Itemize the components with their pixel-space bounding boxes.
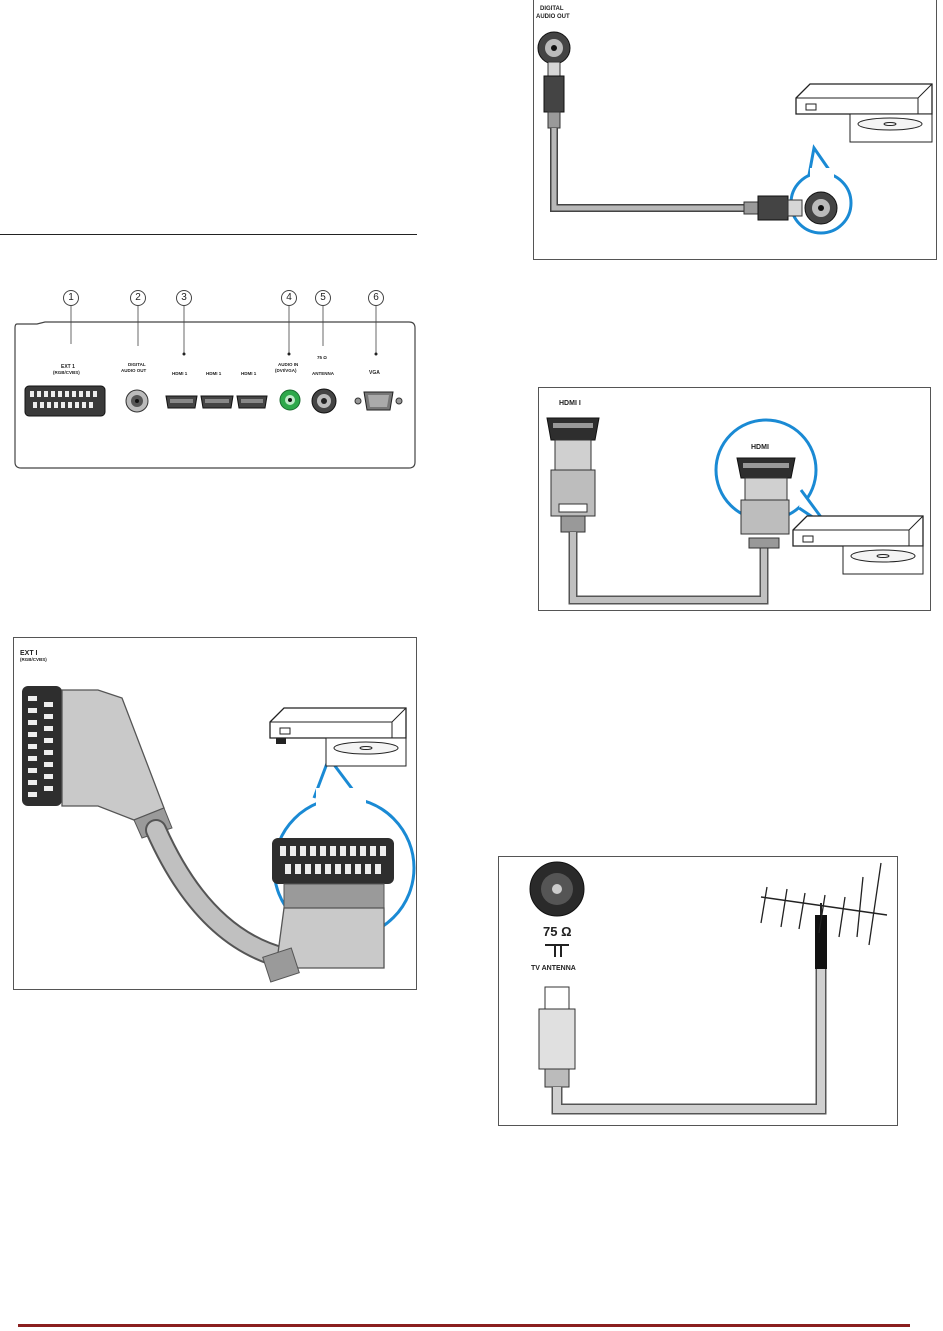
connector-number-4: 4 [281, 290, 297, 306]
footer-rule [18, 1324, 910, 1327]
hdmi-label-3: HDMI 1 [241, 371, 257, 376]
digital-label: DIGITAL [128, 362, 146, 367]
scart-ext-label: EXT I [20, 650, 38, 657]
connector-number-1: 1 [63, 290, 79, 306]
digital-audio-label-1: DIGITAL [540, 6, 564, 12]
scart-connection-figure: EXT I (RGB/CVBS) [13, 637, 417, 990]
hdmi-label-2: HDMI 1 [206, 371, 222, 376]
hdmi-ports [165, 395, 268, 409]
ext1-sublabel: (RGB/CVBS) [53, 370, 80, 375]
section-divider [0, 234, 417, 235]
hdmi-tv-label: HDMI I [559, 400, 581, 407]
ext1-label: EXT 1 [61, 364, 75, 370]
vga-label: VGA [369, 370, 380, 376]
connector-number-5: 5 [315, 290, 331, 306]
connector-number-6: 6 [368, 290, 384, 306]
hdmi-device-label: HDMI [751, 444, 769, 451]
digital-sublabel: AUDIO OUT [121, 368, 147, 373]
digital-audio-label-2: AUDIO OUT [536, 14, 570, 20]
digital-audio-diagram [537, 31, 933, 235]
audio-in-label: AUDIO IN [278, 362, 299, 367]
scart-diagram [22, 686, 416, 983]
scart-ext-sublabel: (RGB/CVBS) [20, 657, 47, 662]
hdmi-diagram [546, 417, 924, 605]
connector-number-3: 3 [176, 290, 192, 306]
connector-panel-diagram [14, 305, 416, 469]
antenna-impedance-label: 75 Ω [543, 924, 572, 939]
connector-number-2: 2 [130, 290, 146, 306]
hdmi-connection-figure: HDMI I HDMI [538, 387, 931, 611]
tv-antenna-label: TV ANTENNA [531, 965, 576, 972]
hdmi-label-1: HDMI 1 [172, 371, 188, 376]
scart-port [24, 385, 106, 417]
antenna-diagram [529, 861, 888, 1115]
connector-panel: 1 2 3 4 5 6 EXT 1 (RGB/CVBS) DIGITAL AUD… [13, 288, 417, 470]
audio-in-sublabel: (DVI/VGA) [275, 368, 297, 373]
antenna-connection-figure: 75 Ω TV ANTENNA [498, 856, 898, 1126]
vga-port [354, 391, 403, 411]
antenna-label: ANTENNA [312, 371, 334, 376]
antenna-impedance: 75 Ω [317, 355, 327, 360]
digital-audio-connection-figure: DIGITAL AUDIO OUT [533, 0, 937, 260]
